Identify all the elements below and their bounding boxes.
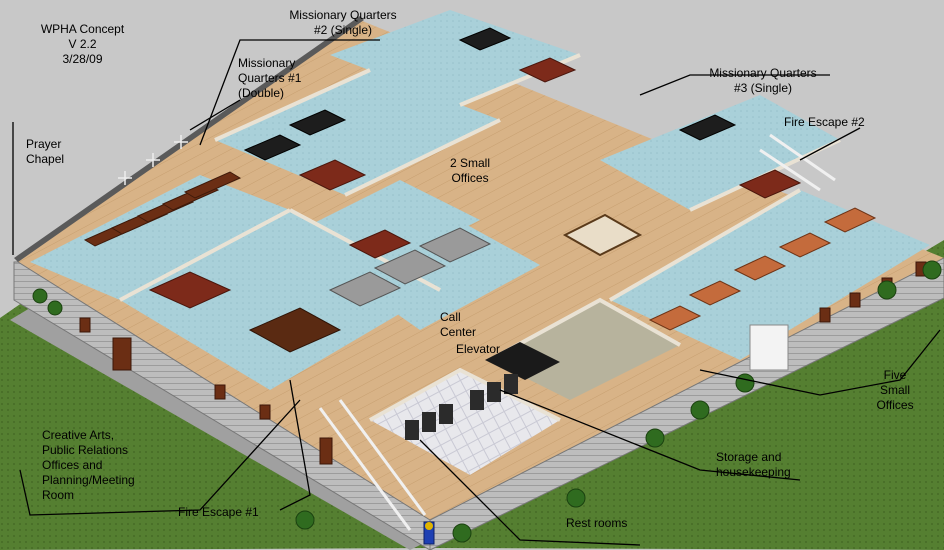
label-prayer-chapel: Prayer Chapel: [26, 137, 65, 166]
label-rest-rooms: Rest rooms: [566, 516, 628, 530]
label-creative-arts: Creative Arts, Public Relations Offices …: [42, 428, 135, 502]
front-door: [112, 337, 132, 371]
ceiling-fans: [118, 135, 188, 185]
fire-escape-1-stairs: [318, 399, 427, 531]
label-elevator: Elevator: [456, 342, 501, 356]
roof-edge-left: [14, 16, 364, 262]
entrance-arch: [749, 324, 789, 371]
missionary-quarters-3-floor: [600, 95, 840, 210]
leader-storage: [499, 389, 801, 481]
label-missionary-quarters-2: Missionary Quarters #2 (Single): [289, 8, 397, 37]
label-five-small-offices: Five Small Offices: [876, 368, 914, 412]
missionary-quarters-2-floor: [330, 10, 580, 105]
office-desks: [648, 207, 877, 331]
restroom-stalls: [405, 374, 518, 440]
stair-opening: [562, 213, 643, 257]
label-missionary-quarters-1: Missionary Quarters #1 (Double): [238, 56, 302, 100]
storage-floor: [490, 300, 680, 400]
label-fire-escape-2: Fire Escape #2: [784, 115, 865, 129]
label-call-center: Call Center: [440, 310, 477, 339]
prayer-chapel-floor: [30, 175, 290, 300]
leader-creative: [19, 399, 301, 516]
label-two-small-offices: 2 Small Offices: [449, 156, 490, 185]
leader-lines: [12, 39, 941, 546]
meeting-table: [248, 307, 342, 353]
beds: [243, 27, 737, 161]
interior-walls: [119, 53, 841, 422]
missionary-quarters-1-floor: [215, 70, 500, 195]
two-small-offices-floor: [300, 180, 480, 270]
shrubs: [32, 260, 942, 543]
leader-mq3: [639, 74, 830, 96]
concept-title: WPHA Concept V 2.2 3/28/09: [40, 22, 125, 66]
label-storage-housekeeping: Storage and housekeeping: [716, 450, 791, 479]
furniture: [83, 27, 877, 440]
label-fire-escape-1: Fire Escape #1: [178, 505, 259, 519]
leader-mq1: [189, 99, 241, 131]
fire-escape-2-stairs: [759, 133, 836, 192]
label-missionary-quarters-3: Missionary Quarters #3 (Single): [709, 66, 817, 95]
elevator-shaft: [485, 342, 560, 380]
rugs: [148, 57, 802, 309]
side-door: [319, 437, 333, 465]
leader-mq2: [199, 39, 380, 146]
cubicles: [328, 227, 492, 307]
chapel-pews: [83, 171, 242, 247]
leader-five: [699, 329, 941, 396]
leader-restrooms: [419, 439, 641, 546]
leader-fe1: [279, 379, 311, 511]
leader-fe2: [799, 127, 861, 161]
